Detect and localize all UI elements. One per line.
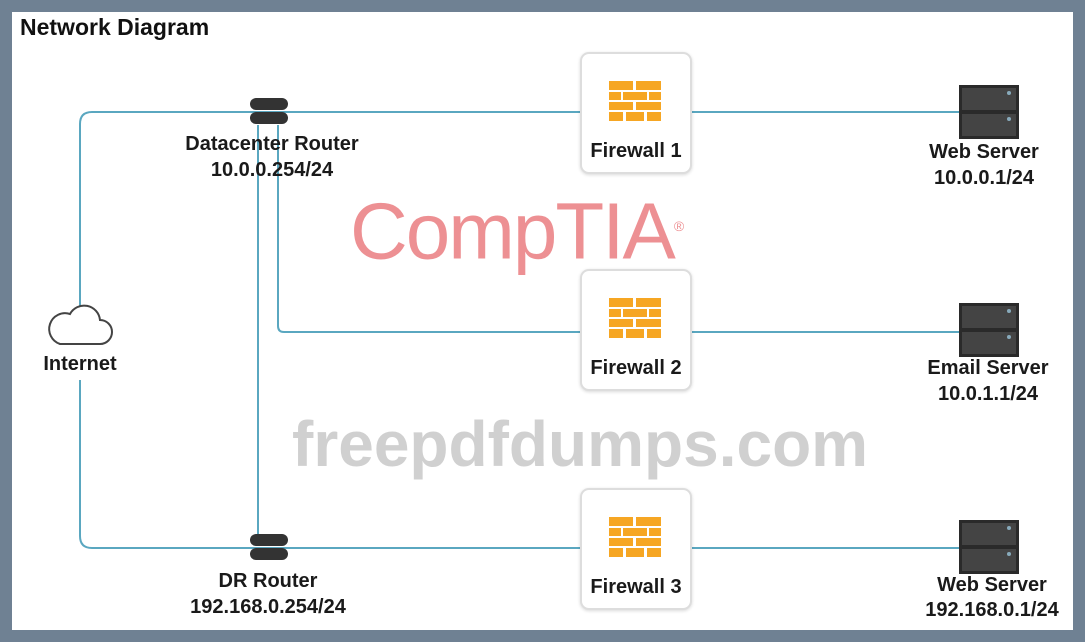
- web-server-2-label: Web Server: [937, 574, 1047, 596]
- web-server-2-icon[interactable]: [959, 520, 1019, 574]
- firewall-icon: [609, 517, 661, 557]
- email-server-label: Email Server: [927, 357, 1049, 379]
- registered-mark: ®: [673, 218, 684, 234]
- firewall-2-label: Firewall 2: [590, 357, 682, 379]
- dr-router-label: DR Router: [218, 570, 318, 592]
- web-server-1-label: Web Server: [929, 141, 1039, 163]
- comptia-logo-text: CompTIA: [350, 186, 676, 276]
- web-server-2-ip: 192.168.0.1/24: [925, 599, 1059, 621]
- firewall-1[interactable]: Firewall 1: [580, 52, 692, 174]
- dr-router-icon[interactable]: [248, 533, 290, 563]
- email-server-ip: 10.0.1.1/24: [937, 383, 1039, 405]
- web-server-1-icon[interactable]: [959, 85, 1019, 139]
- datacenter-router-ip: 10.0.0.254/24: [210, 159, 334, 181]
- firewall-3-label: Firewall 3: [590, 576, 682, 598]
- internet-label: Internet: [43, 353, 117, 375]
- datacenter-router-icon[interactable]: [248, 97, 290, 127]
- firewall-icon: [609, 298, 661, 338]
- firewall-2[interactable]: Firewall 2: [580, 269, 692, 391]
- firewall-3[interactable]: Firewall 3: [580, 488, 692, 610]
- page-title: Network Diagram: [20, 14, 210, 40]
- firewall-1-label: Firewall 1: [590, 140, 682, 162]
- firewall-icon: [609, 81, 661, 121]
- comptia-logo: CompTIA®: [350, 184, 684, 276]
- link-internet-dr: [79, 380, 580, 549]
- diagram-canvas: [12, 12, 1073, 630]
- link-datacenter-fw2: [277, 125, 580, 333]
- dr-router-ip: 192.168.0.254/24: [190, 596, 346, 618]
- email-server-icon[interactable]: [959, 303, 1019, 357]
- link-internet-datacenter: [79, 111, 580, 330]
- watermark-text: freepdfdumps.com: [292, 408, 869, 480]
- cloud-icon: [48, 304, 113, 345]
- web-server-1-ip: 10.0.0.1/24: [933, 167, 1035, 189]
- datacenter-router-label: Datacenter Router: [185, 133, 359, 155]
